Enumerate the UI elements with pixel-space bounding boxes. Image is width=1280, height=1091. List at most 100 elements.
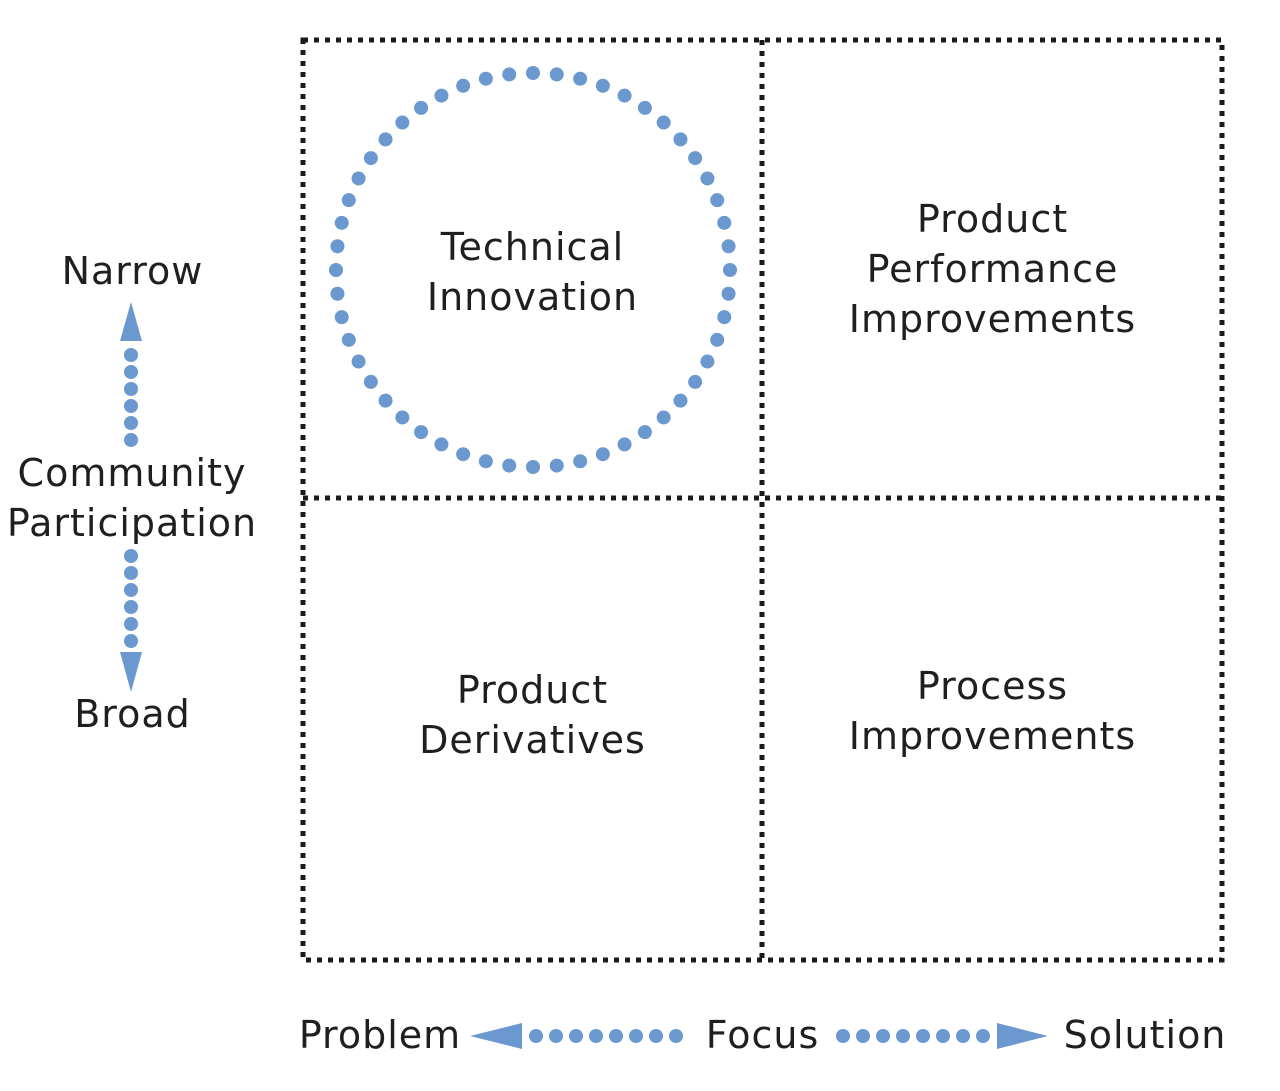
axis-dot — [669, 1029, 683, 1043]
vertical-axis-arrow — [120, 302, 142, 692]
circle-dot — [688, 151, 703, 166]
quadrant-label-technical-innovation: Technical Innovation — [380, 222, 685, 322]
circle-dot — [395, 410, 410, 425]
quadrant-label-line: Performance — [866, 247, 1119, 291]
quadrant-label-line: Improvements — [848, 297, 1137, 341]
horizontal-axis-left-label: Problem — [298, 1013, 462, 1057]
axis-dot — [124, 583, 138, 597]
circle-dot — [637, 100, 652, 115]
circle-dot — [456, 78, 471, 93]
arrow-right-icon — [997, 1023, 1048, 1049]
circle-dot — [341, 193, 356, 208]
axis-dot — [124, 348, 138, 362]
circle-dot — [673, 132, 688, 147]
axis-dot — [629, 1029, 643, 1043]
axis-dot — [124, 433, 138, 447]
axis-dot — [589, 1029, 603, 1043]
circle-dot — [330, 239, 345, 254]
axis-dot — [124, 600, 138, 614]
quadrant-label-line: Innovation — [426, 275, 639, 319]
circle-dot — [502, 67, 517, 82]
circle-dot — [549, 67, 564, 82]
axis-dot — [649, 1029, 663, 1043]
circle-dot — [456, 447, 471, 462]
axis-dot — [124, 399, 138, 413]
quadrant-label-line: Product — [456, 668, 609, 712]
quadrant-label-line: Product — [916, 197, 1069, 241]
circle-dot — [526, 460, 540, 474]
circle-dot — [721, 239, 736, 254]
axis-dot — [124, 365, 138, 379]
circle-dot — [363, 151, 378, 166]
circle-dot — [395, 115, 410, 130]
circle-dot — [688, 374, 703, 389]
circle-dot — [617, 437, 632, 452]
vertical-axis-top-label: Narrow — [61, 249, 204, 293]
quadrant-label-process-improvements: Process Improvements — [830, 661, 1155, 761]
horizontal-axis-arrow — [470, 1023, 1048, 1049]
axis-dot — [836, 1029, 850, 1043]
axis-dot — [956, 1029, 970, 1043]
circle-dot — [378, 132, 393, 147]
circle-dot — [478, 71, 493, 86]
quadrant-label-line: Improvements — [848, 714, 1137, 758]
circle-dot — [334, 215, 349, 230]
axis-dot — [124, 416, 138, 430]
quadrant-label-product-performance-improvements: Product Performance Improvements — [830, 194, 1155, 344]
circle-dot — [351, 171, 366, 186]
circle-dot — [334, 310, 349, 325]
circle-dot — [573, 71, 588, 86]
quadrant-label-line: Derivatives — [419, 718, 646, 762]
circle-dot — [723, 263, 737, 277]
circle-dot — [378, 393, 393, 408]
circle-dot — [710, 332, 725, 347]
arrow-up-icon — [120, 302, 142, 341]
axis-dot — [124, 634, 138, 648]
axis-dot — [609, 1029, 623, 1043]
vertical-axis-title-line: Community — [17, 451, 247, 495]
quadrant-grid-border — [300, 37, 1225, 963]
axis-dot — [124, 617, 138, 631]
highlight-circle — [329, 66, 737, 474]
quadrant-label-product-derivatives: Product Derivatives — [380, 665, 685, 765]
quadrant-label-line: Technical — [440, 225, 625, 269]
circle-dot — [434, 88, 449, 103]
circle-dot — [363, 374, 378, 389]
circle-dot — [351, 354, 366, 369]
circle-dot — [414, 425, 429, 440]
axis-dot — [569, 1029, 583, 1043]
circle-dot — [637, 425, 652, 440]
circle-dot — [573, 454, 588, 469]
circle-dot — [717, 310, 732, 325]
vertical-axis-title: Community Participation — [0, 448, 264, 548]
circle-dot — [549, 458, 564, 473]
vertical-axis-title-line: Participation — [6, 501, 258, 545]
axis-dot — [529, 1029, 543, 1043]
axis-dot — [936, 1029, 950, 1043]
circle-dot — [502, 458, 517, 473]
circle-dot — [721, 286, 736, 301]
axis-dot — [916, 1029, 930, 1043]
circle-dot — [700, 171, 715, 186]
vertical-axis-bottom-label: Broad — [74, 692, 191, 736]
axis-dot — [856, 1029, 870, 1043]
horizontal-axis-title: Focus — [705, 1013, 820, 1057]
horizontal-axis-right-label: Solution — [1063, 1013, 1227, 1057]
circle-dot — [414, 100, 429, 115]
axis-dot — [976, 1029, 990, 1043]
circle-dot — [710, 193, 725, 208]
circle-dot — [526, 66, 540, 80]
circle-dot — [656, 115, 671, 130]
circle-dot — [717, 215, 732, 230]
circle-dot — [673, 393, 688, 408]
circle-dot — [329, 263, 343, 277]
axis-dot — [876, 1029, 890, 1043]
circle-dot — [595, 78, 610, 93]
circle-dot — [330, 286, 345, 301]
arrow-down-icon — [120, 652, 142, 692]
circle-dot — [595, 447, 610, 462]
quadrant-grid — [300, 37, 1225, 963]
circle-dot — [617, 88, 632, 103]
axis-dot — [124, 382, 138, 396]
